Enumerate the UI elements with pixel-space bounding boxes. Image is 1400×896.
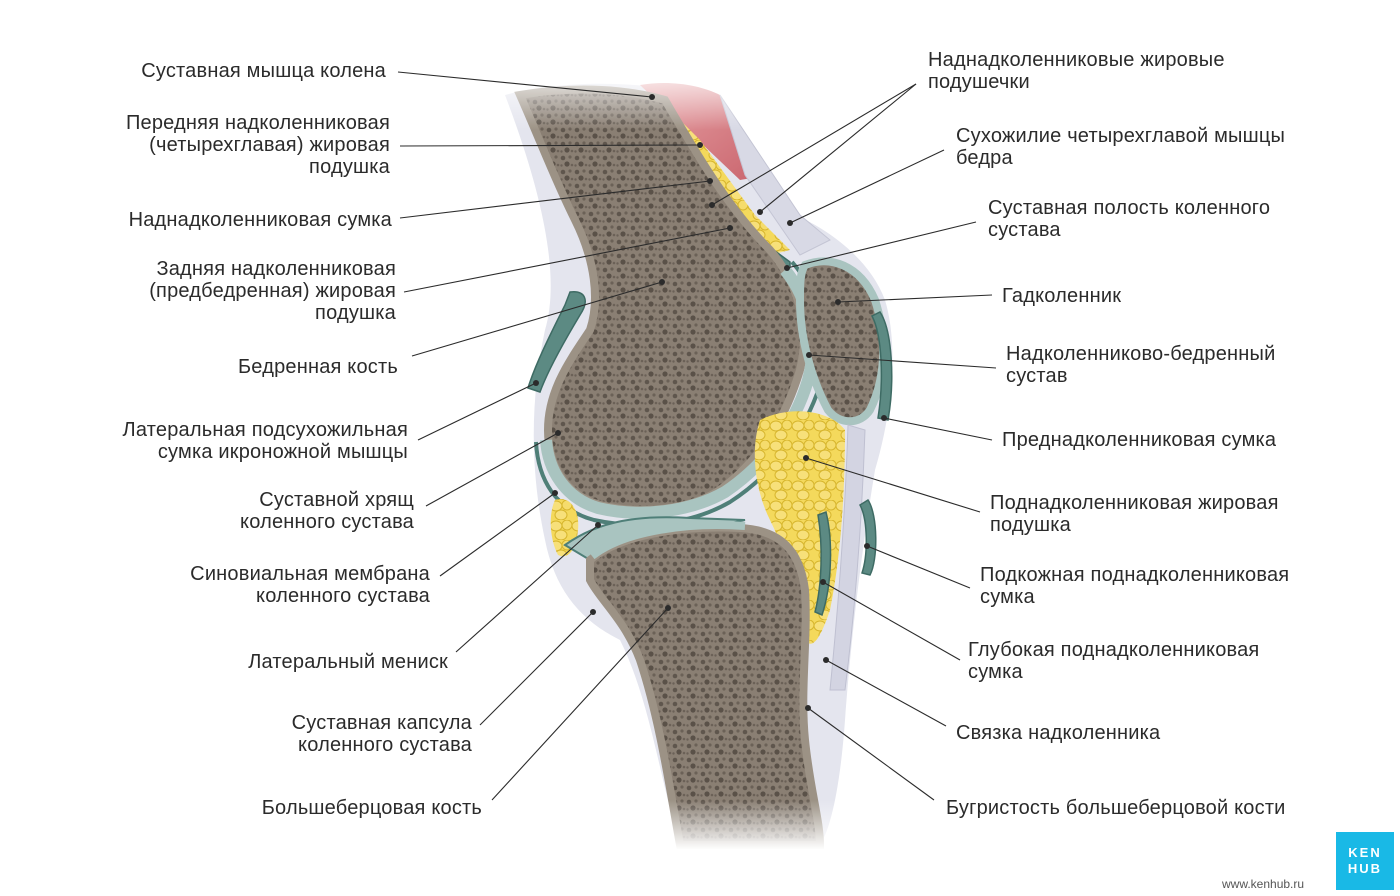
gastrocnemius-bursa-shape [527,291,586,393]
deep-bursa-shape [814,511,832,617]
label-patellar-ligament: Связка надколенника [956,722,1161,744]
label-articularis-genus: Суставная мышца колена [141,60,386,82]
label-joint-capsule: Суставная капсула коленного сустава [291,712,472,756]
label-suprapatellar-fat-pads: Наднадколенниковые жировые подушечки [928,49,1225,93]
bottom-fade [600,800,860,850]
label-tibia: Большеберцовая кость [261,797,482,819]
quadriceps-tendon-shape [719,94,831,256]
label-gastrocnemius-bursa: Латеральная подсухожильная сумка икронож… [122,419,408,463]
right-leader-lines [709,83,997,801]
label-lateral-meniscus: Латеральный мениск [248,651,448,673]
label-patella: Гадколенник [1002,285,1122,307]
logo-line-2: HUB [1347,861,1383,876]
label-prepatellar-bursa: Преднадколенниковая сумка [1002,429,1277,451]
label-patellofemoral-joint: Надколенниково-бедренный сустав [1006,343,1276,387]
label-suprapatellar-bursa: Наднадколенниковая сумка [128,209,392,231]
prepatellar-bursa-shape [870,311,893,421]
label-joint-cavity: Суставная полость коленного сустава [988,197,1271,241]
subcutaneous-bursa-shape [859,498,877,576]
tibia-shape [586,523,825,849]
label-posterior-suprapatellar-fat-pad: Задняя надколенниковая (предбедренная) ж… [149,258,396,324]
label-synovial-membrane: Синовиальная мембрана коленного сустава [190,563,430,607]
top-fade [480,60,900,130]
label-deep-infrapatellar-bursa: Глубокая поднадколенниковая сумка [968,639,1260,683]
logo-line-1: KEN [1348,845,1382,860]
kenhub-logo[interactable]: KEN HUB [1336,832,1394,890]
tibia-cartilage-shape [589,521,746,560]
label-femur: Бедренная кость [237,356,398,378]
label-infrapatellar-fat-pad: Поднадколенниковая жировая подушка [990,492,1279,536]
label-subcutaneous-infrapatellar-bursa: Подкожная поднадколенниковая сумка [980,564,1290,608]
label-articular-cartilage: Суставной хрящ коленного сустава [240,489,414,533]
left-leader-lines [397,71,733,801]
site-url[interactable]: www.kenhub.ru [1222,877,1305,891]
label-anterior-suprapatellar-fat-pad: Передняя надколенниковая (четырехглавая)… [125,112,390,178]
label-tibial-tuberosity: Бугристость большеберцовой кости [946,797,1286,819]
label-quadriceps-tendon: Сухожилие четырехглавой мышцы бедра [956,125,1286,169]
